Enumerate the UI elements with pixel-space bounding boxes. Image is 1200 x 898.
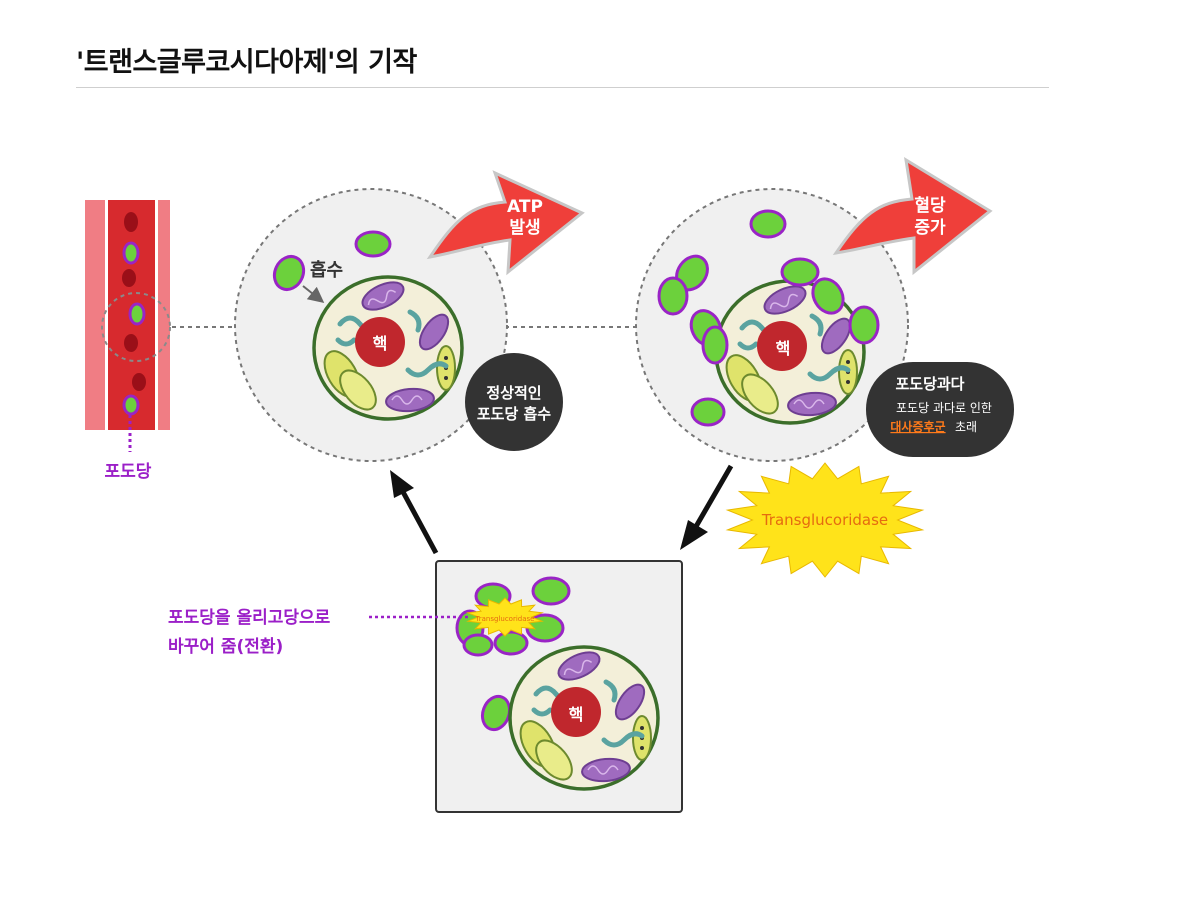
normal-absorb-badge — [465, 353, 563, 451]
conversion-annotation-1: 포도당을 올리고당으로 — [168, 608, 331, 628]
absorb-label: 흡수 — [310, 259, 343, 281]
left-cell-group: ATP 발생 흡수 핵 정상적인 포도당 흡수 — [234, 170, 585, 462]
absorb-arrow — [302, 285, 325, 303]
sugar-arrow-text-2: 증가 — [914, 218, 946, 238]
bottom-cell-body — [510, 647, 658, 789]
up-left-arrow — [390, 470, 414, 498]
glucose-molecule — [701, 325, 729, 365]
atp-arrow-text-2: 발생 — [509, 218, 540, 238]
glucose-molecule — [480, 694, 512, 732]
glucose-molecule — [690, 397, 726, 427]
excess-badge-suffix: 초래 — [955, 420, 977, 434]
conversion-annotation-2: 바꾸어 줌(전환) — [168, 637, 283, 657]
glucose-molecule — [531, 576, 571, 606]
excess-badge-line1: 포도당 과다로 인한 — [896, 401, 992, 415]
normal-badge-text-2: 포도당 흡수 — [477, 405, 551, 423]
excess-badge-highlight: 대사증후군 — [890, 419, 945, 434]
sugar-arrow-text-1: 혈당 — [914, 195, 946, 216]
atp-arrow-text-1: ATP — [507, 197, 543, 217]
glucose-molecule — [272, 254, 306, 292]
right-nucleus-label: 핵 — [776, 339, 791, 358]
glucose-molecule — [122, 241, 140, 265]
glucose-molecule — [811, 277, 845, 315]
glucose-molecule — [122, 394, 140, 416]
glucose-label: 포도당 — [105, 462, 152, 482]
enzyme-burst: Transglucoridase — [725, 462, 925, 578]
enzyme-name: Transglucoridase — [761, 511, 888, 529]
left-nucleus-label: 핵 — [373, 334, 388, 353]
small-enzyme-name: Transglucoridase — [475, 615, 535, 623]
small-enzyme-burst — [466, 597, 544, 637]
down-left-arrow — [680, 520, 708, 550]
glucose-molecule — [354, 230, 392, 258]
excess-glucose-badge — [866, 362, 1014, 457]
bottom-nucleus-label: 핵 — [569, 705, 584, 724]
excess-badge-title: 포도당과다 — [895, 375, 964, 393]
glucose-molecule — [493, 630, 529, 656]
glucose-molecule — [657, 276, 689, 316]
blood-vessel — [85, 200, 171, 452]
glucose-molecule — [780, 257, 820, 287]
title-divider — [76, 87, 1049, 88]
zoom-circle — [101, 292, 171, 362]
glucose-molecule — [462, 633, 494, 657]
glucose-molecule — [749, 209, 787, 239]
blood-sugar-arrow: 혈당 증가 — [832, 157, 993, 276]
glucose-molecule — [128, 302, 146, 326]
left-cell-body — [314, 277, 462, 419]
glucose-molecule — [848, 305, 880, 345]
page-title: '트랜스글루코시다아제'의 기작 — [76, 47, 417, 78]
bottom-cell-group: Transglucoridase 핵 — [435, 560, 683, 813]
normal-badge-text-1: 정상적인 — [486, 384, 541, 402]
right-cell-group: 혈당 증가 핵 포도당과다 포도당 과다로 인한 대사증후군 초래 — [635, 157, 1014, 462]
atp-arrow: ATP 발생 — [426, 170, 585, 276]
